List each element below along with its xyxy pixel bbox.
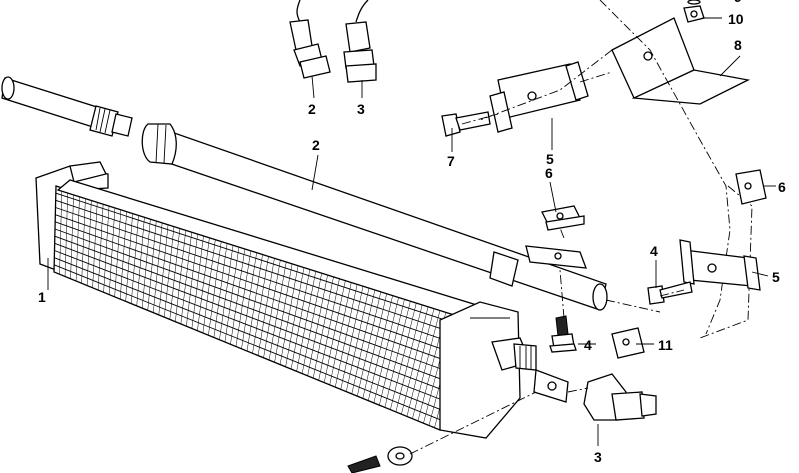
oil-line-upper-left <box>1 76 133 137</box>
fitting-3-lower <box>583 373 657 421</box>
callout-1: 1 <box>38 289 46 305</box>
callout-5-upper: 5 <box>546 151 554 167</box>
cooler-fins <box>53 187 468 428</box>
callout-7: 7 <box>447 153 455 169</box>
clip-nut-6-upper <box>541 205 585 231</box>
callout-6-upper: 6 <box>545 165 553 181</box>
callout-4-upper: 4 <box>650 243 658 259</box>
oil-line-tube <box>141 123 608 311</box>
screw-4-lower <box>549 315 577 353</box>
callout-3-fitting: 3 <box>594 449 602 465</box>
washer-9 <box>687 0 701 5</box>
bracket-5-upper <box>489 61 589 133</box>
nut-10 <box>683 5 705 23</box>
clip-nut-6-right <box>735 169 767 205</box>
callout-9: 9 <box>734 0 742 5</box>
bolt-7 <box>441 111 491 137</box>
oil-cooler <box>35 161 569 439</box>
screw-4-upper <box>647 281 693 305</box>
callout-6-right: 6 <box>778 179 786 195</box>
callout-4-lower: 4 <box>584 337 592 353</box>
callout-5-right: 5 <box>772 269 780 285</box>
callout-8: 8 <box>734 37 742 53</box>
bracket-5-right <box>679 239 761 291</box>
tube-clamp <box>525 245 587 269</box>
callout-11: 11 <box>658 337 673 353</box>
support-bracket-8 <box>611 17 751 105</box>
sensor-3 <box>343 0 377 83</box>
callout-3-sensor: 3 <box>357 101 365 117</box>
callout-2-sensor: 2 <box>308 101 316 117</box>
callout-10: 10 <box>728 11 744 27</box>
washer-and-screw <box>347 446 413 473</box>
callout-2-tube: 2 <box>312 137 320 153</box>
clip-nut-11 <box>611 327 645 359</box>
sensor-2 <box>289 0 331 79</box>
